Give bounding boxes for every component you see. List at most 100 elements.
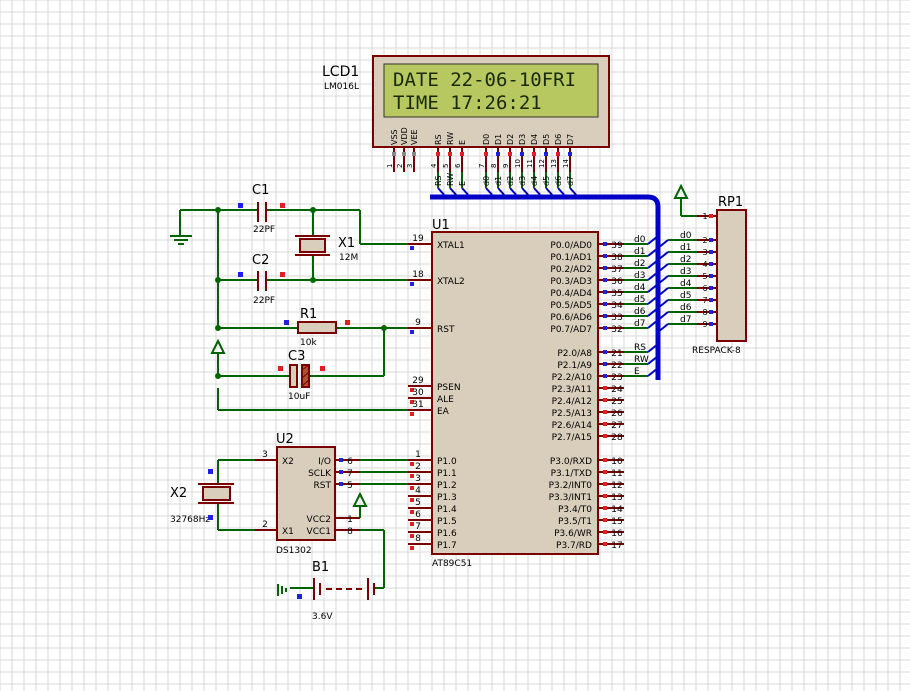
rp1-net-label: d1 [680,243,691,253]
wire-junction [215,207,221,213]
rp1-net-label: d2 [680,255,691,265]
rp1-pin-number: 8 [702,308,707,317]
wire-junction [215,373,221,379]
u2-pin-name: SCLK [308,469,332,479]
u2-pin-number: 5 [347,481,353,491]
u1-pin-number: 4 [415,486,421,496]
b1-battery[interactable]: B1 3.6V [290,560,375,622]
lcd-pin-label: D2 [506,134,515,145]
u1-pin-name: PSEN [437,383,461,393]
u1-pin-name: P2.3/A11 [552,385,592,395]
u1-pin-number: 6 [415,510,421,520]
p0-net-label: d4 [634,283,646,293]
c3-ref: C3 [288,349,305,364]
u1-pin-name: P0.1/AD1 [550,253,592,263]
c2-pin-marker [280,272,285,277]
r1-resistor[interactable]: R1 10k [284,307,350,348]
u1-pin-number: 8 [415,534,421,544]
x2-value: 32768Hz [170,515,210,525]
p0-net-label: d5 [634,295,645,305]
u1-pin-number: 31 [412,400,423,410]
lcd-pin-number: 4 [430,163,438,168]
c2-capacitor[interactable]: C2 22PF [238,253,285,306]
u1-pin-number: 3 [415,474,421,484]
c2-ref: C2 [252,253,269,268]
u1-pin-number: 17 [611,541,622,551]
wire-junction [381,325,387,331]
u1-pin-name: P2.1/A9 [557,361,592,371]
lcd-pin-label: D3 [518,134,527,145]
p0-net-label: d0 [634,235,646,245]
u1-pin-number: 24 [611,385,623,395]
lcd-ref: LCD1 [322,64,359,80]
u1-pin-number: 1 [415,450,421,460]
c1-pin-marker [280,203,285,208]
u1-pin-number: 2 [415,462,421,472]
lcd-pin-number: 8 [490,164,498,168]
x1-crystal[interactable]: X1 12M [295,235,358,263]
u1-pin-name: P0.0/AD0 [550,241,592,251]
u1-pin-number: 28 [611,433,623,443]
u1-pin-name: P2.0/A8 [557,349,592,359]
u1-pin-number: 22 [611,361,622,371]
u1-pin-name: P1.5 [437,517,457,527]
r1-ref: R1 [300,307,317,322]
x2-crystal[interactable]: X2 32768Hz [170,469,234,525]
u1-pin-number: 39 [611,241,623,251]
u1-pin-name: P1.6 [437,529,457,539]
c1-pin-marker [238,203,243,208]
c1-capacitor[interactable]: C1 22PF [238,183,285,235]
u1-pin-name: P1.0 [437,457,457,467]
u1-pin-name: EA [437,407,450,417]
p2-net-label: RW [634,355,649,365]
u1-pin-name: P2.2/A10 [552,373,593,383]
u1-component[interactable]: U1 AT89C51 19XTAL118XTAL29RST29PSEN30ALE… [408,218,659,569]
u1-pin-number: 5 [415,498,421,508]
lcd-net-label: d7 [566,176,575,186]
b1-pin-marker [297,594,302,599]
rp1-pin-number: 9 [702,320,707,329]
u1-pin-number: 9 [415,318,421,328]
power-terminal-symbol [210,338,226,354]
lcd-pin-label: RS [434,134,443,145]
lcd-pin-label: D0 [482,134,491,145]
u2-pin-name: X2 [282,457,294,467]
rp1-pin-number: 1 [702,212,707,221]
c3-capacitor[interactable]: C3 10uF [278,349,325,402]
c3-pin-marker [320,366,325,371]
p2-net-label: E [634,367,640,377]
u1-pin-number: 12 [611,481,622,491]
u1-pin-name: P1.4 [437,505,457,515]
lcd-net-label: d1 [494,176,503,186]
lcd-component[interactable]: DATE 22-06-10FRI TIME 17:26:21 LCD1 LM01… [322,55,610,188]
rp1-net-label: d6 [680,303,692,313]
u2-pin-number: 1 [347,515,353,525]
u2-body [276,446,336,541]
lcd-pin-number: 11 [526,159,534,168]
u1-pin-name: P3.5/T1 [558,517,592,527]
lcd-line1: DATE 22-06-10FRI [393,69,576,91]
u1-pin-name: XTAL2 [437,277,465,287]
u1-pin-number: 26 [611,409,623,419]
u2-pin-number: 6 [347,457,353,467]
rp1-net-label: d7 [680,315,691,325]
rp1-pin-number: 4 [702,260,707,269]
u1-pin-name: P2.5/A13 [552,409,592,419]
lcd-pin-label: RW [446,132,455,145]
u1-pin-name: ALE [437,395,454,405]
lcd-net-label: d2 [506,176,515,186]
u1-pin-number: 18 [412,270,424,280]
p0-net-label: d2 [634,259,645,269]
u1-pin-name: P3.7/RD [556,541,592,551]
p0-net-label: d1 [634,247,645,257]
u2-pin-name: VCC2 [307,515,331,525]
u1-ref: U1 [432,218,450,233]
u1-pins: 19XTAL118XTAL29RST29PSEN30ALE31EA1P1.02P… [408,234,659,551]
lcd-net-label: E [458,181,467,186]
r1-pin-marker [284,320,289,325]
r1-pin-marker [345,320,350,325]
